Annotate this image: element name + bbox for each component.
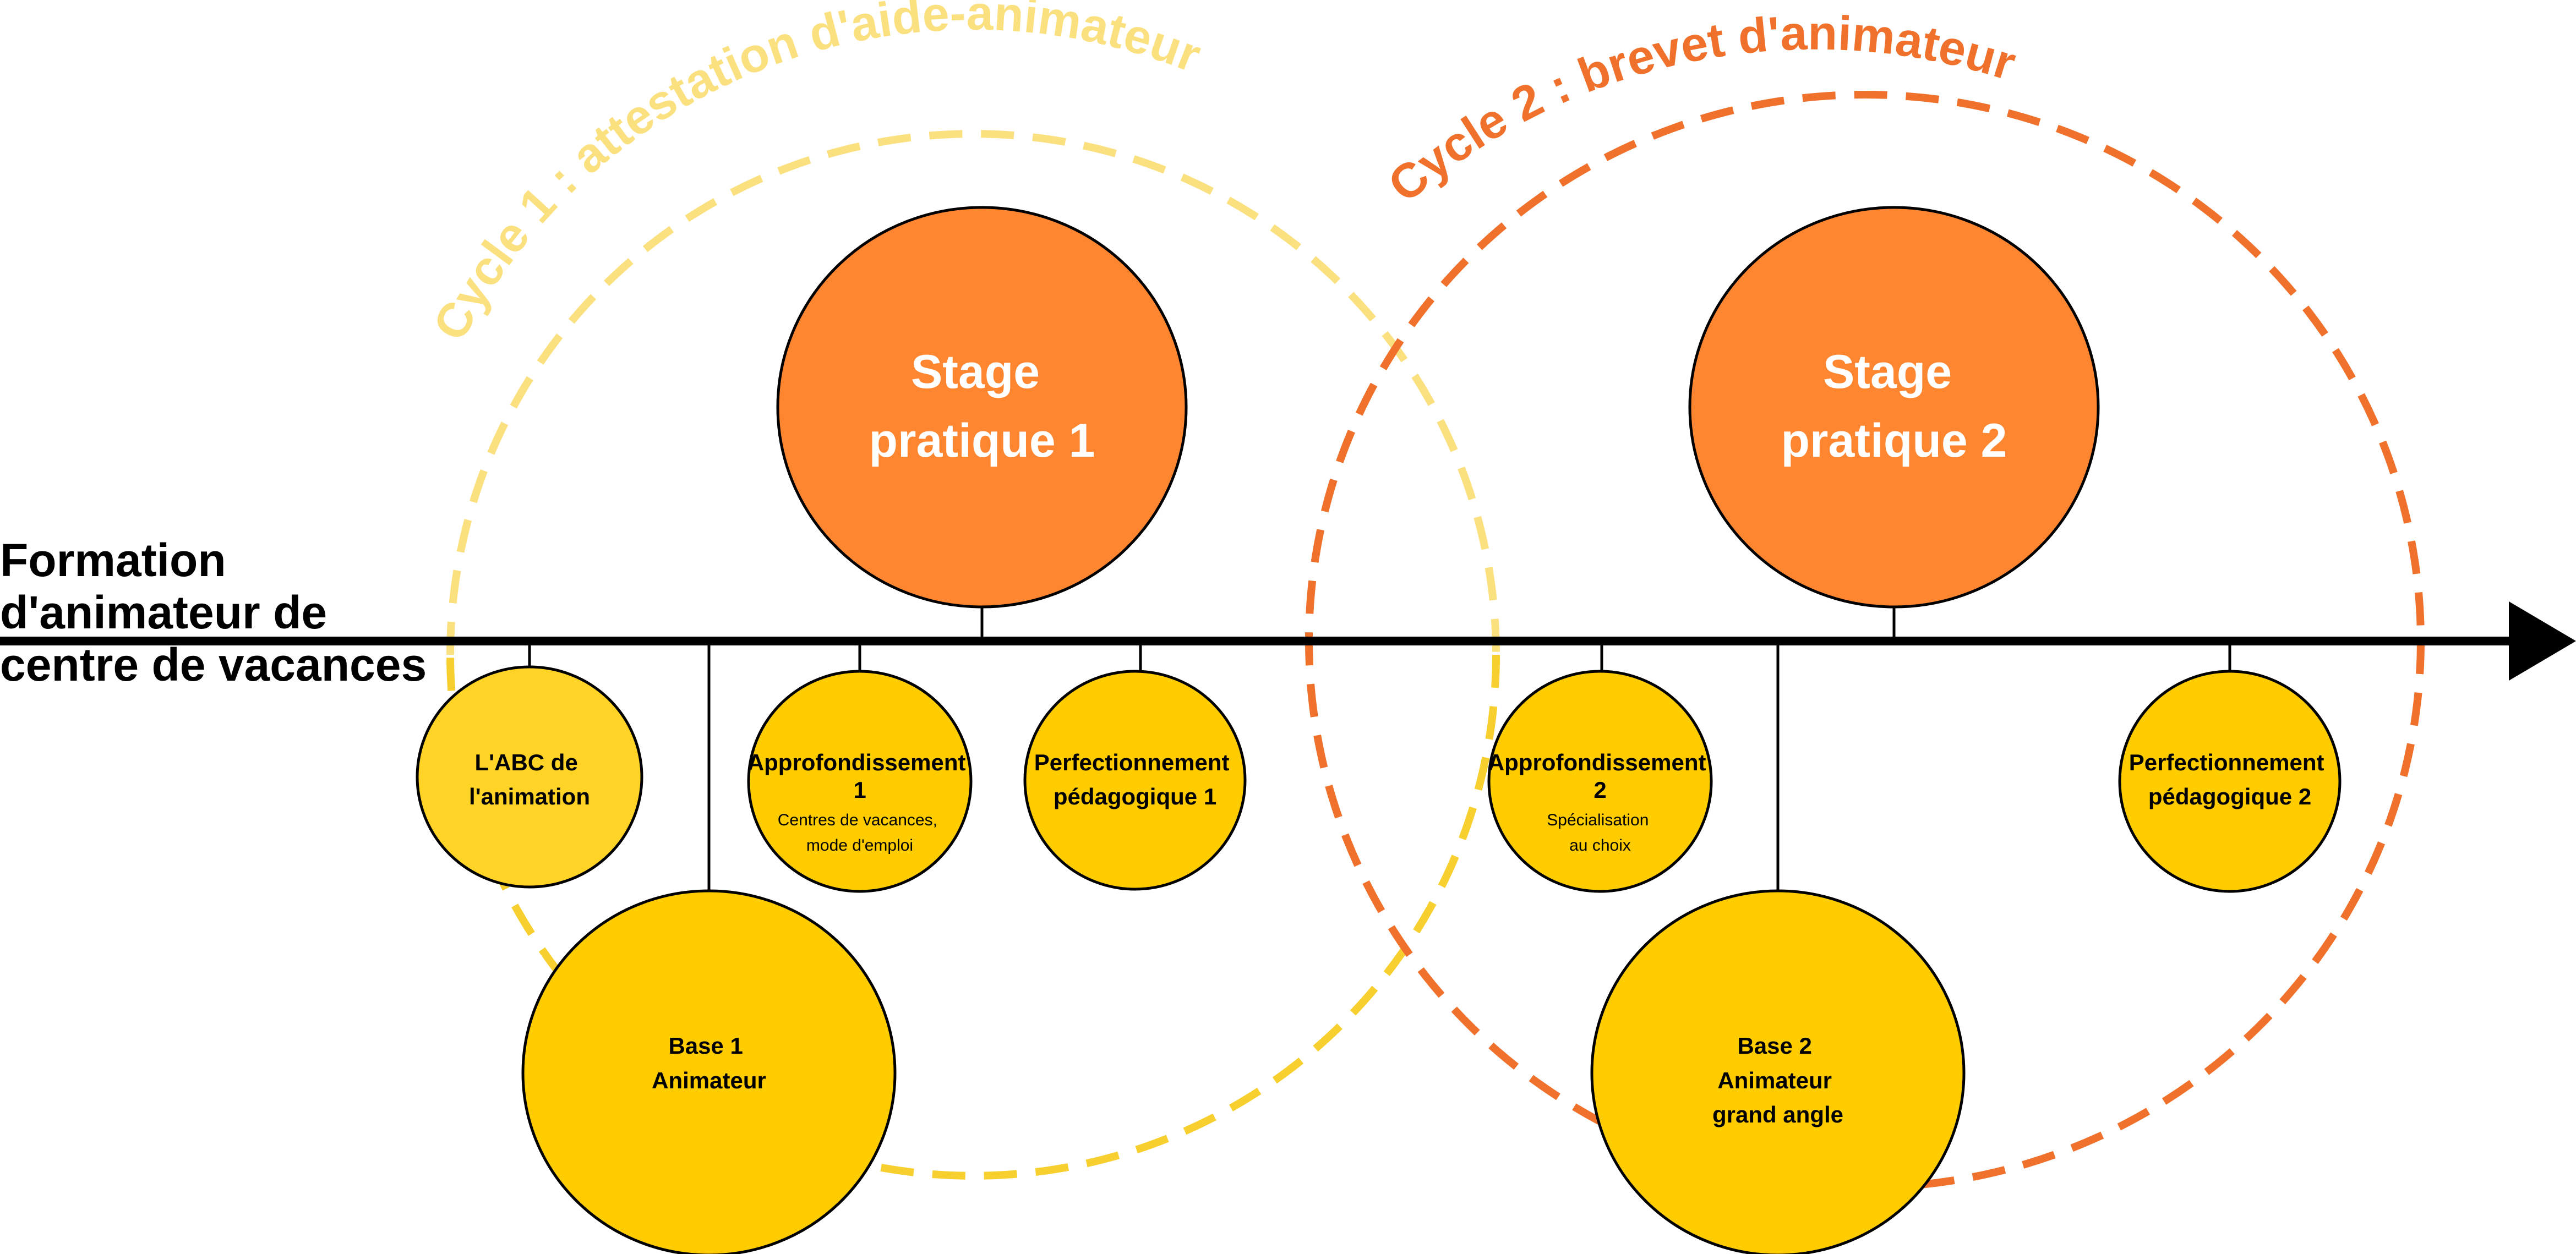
module-abc-animation: L'ABC de l'animation xyxy=(416,665,643,889)
svg-text:Base 1 Animateur: Base 1 Animateur xyxy=(652,1033,766,1093)
svg-text:Spécialisation au choix: Spécialisation au choix xyxy=(1547,811,1653,855)
svg-text:Stage pratique 2: Stage pratique 2 xyxy=(1781,346,2007,467)
diagram-title: Formation d'animateur de centre de vacan… xyxy=(0,534,427,691)
connectors xyxy=(528,605,2231,892)
module-approfondissement-1: Approfondissement 1 Centres de vacances,… xyxy=(747,670,973,893)
svg-text:Approfondissement 2: Approfondissement 2 xyxy=(1488,749,1712,803)
svg-text:Base 2 Animateur g: Base 2 Animateur grand angle xyxy=(1712,1033,1843,1127)
stage-pratique-2: Stage pratique 2 xyxy=(1688,206,2100,609)
stage-pratique-1: Stage pratique 1 xyxy=(776,206,1188,609)
svg-text:Approfondissement 1: Approfondissement 1 xyxy=(747,749,972,803)
module-perfectionnement-2: Perfectionnement pédagogique 2 xyxy=(2118,670,2342,893)
base-1-animateur: Base 1 Animateur xyxy=(521,889,897,1254)
base-2-animateur-grand-angle: Base 2 Animateur grand angle xyxy=(1590,889,1966,1254)
svg-text:L'ABC de l'animation: L'ABC de l'animation xyxy=(469,749,590,809)
timeline-axis xyxy=(0,601,2576,681)
module-approfondissement-2: Approfondissement 2 Spécialisation au ch… xyxy=(1487,670,1713,893)
cycle-2-label: Cycle 2 : brevet d'animateur xyxy=(1378,5,2022,212)
cycle-1-circle xyxy=(446,130,1500,1180)
svg-text:Perfectionnement pédagog: Perfectionnement pédagogique 1 xyxy=(1034,749,1236,809)
module-perfectionnement-1: Perfectionnement pédagogique 1 xyxy=(1023,670,1247,891)
svg-text:Stage pratique 1: Stage pratique 1 xyxy=(869,346,1095,467)
svg-text:Centres de vacances, mod: Centres de vacances, mode d'emploi xyxy=(778,811,942,855)
svg-text:Perfectionnement pédagog: Perfectionnement pédagogique 2 xyxy=(2129,749,2331,809)
